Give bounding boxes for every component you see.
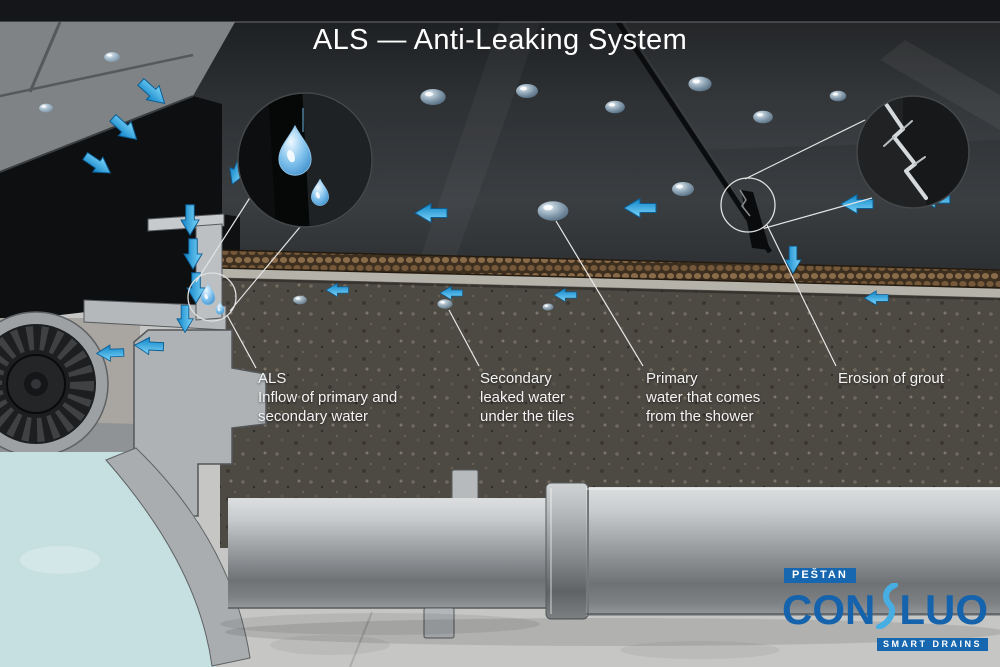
leader-lines — [226, 220, 837, 369]
brand-name-left: CON — [782, 585, 876, 633]
brand-pestan: PEŠTAN — [784, 568, 856, 583]
brand-logo: PEŠTAN CON LUO SMART DRAINS — [782, 568, 988, 651]
screed-layer — [220, 268, 1000, 298]
callout-secondary-line3: under the tiles — [480, 408, 575, 426]
clamp-ring — [0, 311, 109, 457]
brand-tagline: SMART DRAINS — [877, 638, 988, 651]
drainage-mat — [219, 249, 1000, 289]
callout-als-line3: secondary water — [258, 408, 369, 426]
callout-primary-water: Primary water that comes from the shower — [646, 369, 760, 427]
outlet-wall — [105, 447, 251, 667]
pipe-barrel-main — [586, 487, 1000, 616]
diagram-title: ALS — Anti-Leaking System — [312, 24, 688, 56]
pipe-socket — [545, 482, 589, 620]
drain-channel-trough — [0, 95, 222, 322]
callout-primary-line1: Primary — [646, 370, 698, 387]
brand-name-right: LUO — [899, 585, 988, 633]
callout-secondary-water: Secondary leaked water under the tiles — [480, 369, 574, 427]
mortar-bed — [220, 266, 1000, 548]
magnifier-grout-crack — [720, 95, 970, 250]
callout-secondary-line2: leaked water — [480, 389, 566, 407]
grout-seam — [615, 20, 773, 254]
drain-pipe — [220, 469, 1000, 646]
brand-name: CON LUO — [782, 582, 988, 636]
callout-als-line1: ALS — [258, 370, 287, 387]
callout-secondary-line1: Secondary — [480, 370, 552, 387]
callout-primary-line2: water that comes — [646, 389, 761, 407]
callout-primary-line3: from the shower — [646, 408, 754, 426]
left-tiles — [0, 21, 235, 172]
callout-erosion-line1: Erosion of grout — [838, 370, 944, 387]
droplet-focus-ring — [187, 272, 237, 322]
callout-als-line2: Inflow of primary and — [258, 389, 398, 407]
tile-cut-edge — [222, 214, 240, 253]
pipe-barrel-left — [228, 498, 548, 608]
callout-als: ALS Inflow of primary and secondary wate… — [258, 369, 397, 427]
water-pool — [0, 447, 251, 667]
top-wall-strip — [0, 0, 1000, 23]
magnifier-water-drops — [187, 92, 373, 322]
grout-focus-ring — [720, 177, 776, 233]
callout-erosion-of-grout: Erosion of grout — [838, 369, 944, 388]
confluo-swoosh-icon — [876, 582, 899, 636]
